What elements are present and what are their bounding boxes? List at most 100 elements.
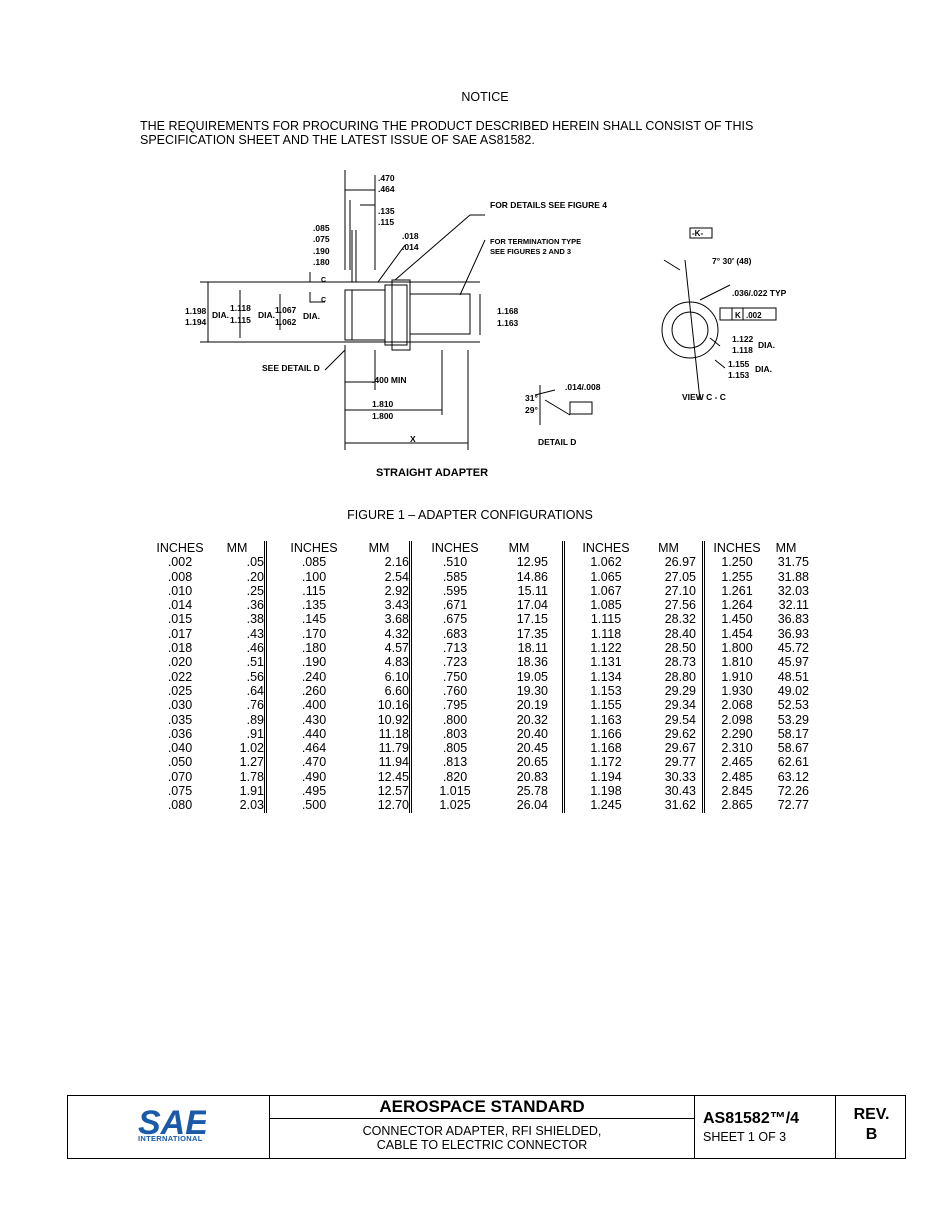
- angle-31: 31°: [525, 393, 538, 403]
- mm-value: 32.03: [777, 583, 809, 598]
- inches-value: 1.454: [721, 626, 753, 641]
- table-row: .683 17.35: [412, 627, 562, 641]
- header-inches: INCHES: [582, 541, 630, 555]
- table-row: .020.51: [150, 655, 264, 669]
- dim-1067: 1.067: [275, 305, 297, 315]
- dim-1800: 1.800: [372, 411, 394, 421]
- inches-value: .400: [301, 698, 327, 713]
- dim-1118: 1.118: [230, 303, 251, 313]
- inches-value: 2.290: [721, 726, 753, 741]
- mm-value: 3.43: [384, 598, 409, 613]
- notice-title: NOTICE: [461, 90, 509, 104]
- mm-value: 30.43: [664, 784, 696, 799]
- mm-value: 17.04: [516, 598, 548, 613]
- inches-value: 1.122: [590, 641, 622, 656]
- inches-value: .240: [301, 669, 327, 684]
- sae-logo-icon: SAE: [138, 1104, 206, 1138]
- mm-value: 25.78: [516, 784, 548, 799]
- table-row: .015.38: [150, 612, 264, 626]
- dim-115: .115: [378, 217, 394, 227]
- view-cc-label: VIEW C - C: [682, 392, 726, 402]
- mm-value: .36: [246, 598, 264, 613]
- mm-value: 20.65: [516, 755, 548, 770]
- dia-label-3: DIA.: [303, 311, 320, 321]
- inches-value: .795: [442, 698, 468, 713]
- mm-value: 6.10: [384, 669, 409, 684]
- mm-value: 72.77: [777, 798, 809, 813]
- mm-value: 28.40: [664, 626, 696, 641]
- adapter-drawing: .470 .464 .135 .115 .085 .075 .190 .180 …: [185, 170, 787, 479]
- dim-075: .075: [313, 234, 330, 244]
- inches-value: 2.068: [721, 698, 753, 713]
- dim-018: .018: [402, 231, 419, 241]
- mm-value: 63.12: [777, 769, 809, 784]
- mm-value: 28.73: [664, 655, 696, 670]
- mm-value: 58.17: [777, 726, 809, 741]
- table-row: .014.36: [150, 598, 264, 612]
- header-mm: MM: [658, 541, 679, 555]
- header-mm: MM: [508, 541, 530, 555]
- dia-label-5: DIA.: [755, 364, 772, 374]
- header-inches: INCHES: [431, 541, 479, 555]
- inches-value: .085: [301, 555, 327, 570]
- inches-value: .018: [167, 641, 193, 656]
- inches-value: 1.255: [721, 569, 753, 584]
- mm-value: 48.51: [777, 669, 809, 684]
- figure-caption: FIGURE 1 – ADAPTER CONFIGURATIONS: [347, 508, 593, 522]
- mm-value: 1.27: [239, 755, 264, 770]
- mm-value: .43: [246, 626, 264, 641]
- inches-value: .075: [167, 784, 193, 799]
- inches-value: 1.172: [590, 755, 622, 770]
- inches-value: 1.131: [590, 655, 622, 670]
- rev-value: B: [865, 1126, 878, 1143]
- inches-value: 1.025: [439, 798, 471, 813]
- mm-value: .51: [246, 655, 264, 670]
- inches-value: .145: [301, 612, 327, 627]
- inches-value: .025: [167, 683, 193, 698]
- mm-value: 32.11: [778, 598, 809, 613]
- inches-value: .683: [442, 626, 468, 641]
- inches-value: 1.264: [721, 598, 753, 613]
- inches-value: .115: [302, 583, 326, 598]
- table-row: .240 6.10: [267, 670, 409, 684]
- sheet-number: SHEET 1 OF 3: [703, 1130, 787, 1144]
- inches-value: .030: [167, 698, 193, 713]
- inches-value: .595: [442, 583, 468, 598]
- mm-value: .38: [246, 612, 264, 627]
- subtitle-line-2: CABLE TO ELECTRIC CONNECTOR: [376, 1138, 588, 1152]
- inches-value: 1.810: [721, 655, 753, 670]
- logo-international: INTERNATIONAL: [138, 1134, 203, 1143]
- inches-value: 1.261: [721, 583, 753, 598]
- mm-value: 17.35: [516, 626, 548, 641]
- inches-value: .135: [301, 598, 327, 613]
- mm-value: 29.29: [664, 683, 696, 698]
- inches-value: .800: [442, 712, 468, 727]
- table-row: .022.56: [150, 670, 264, 684]
- inches-value: .170: [301, 626, 327, 641]
- see-detail-d-label: SEE DETAIL D: [262, 363, 320, 373]
- mm-value: 29.54: [664, 712, 696, 727]
